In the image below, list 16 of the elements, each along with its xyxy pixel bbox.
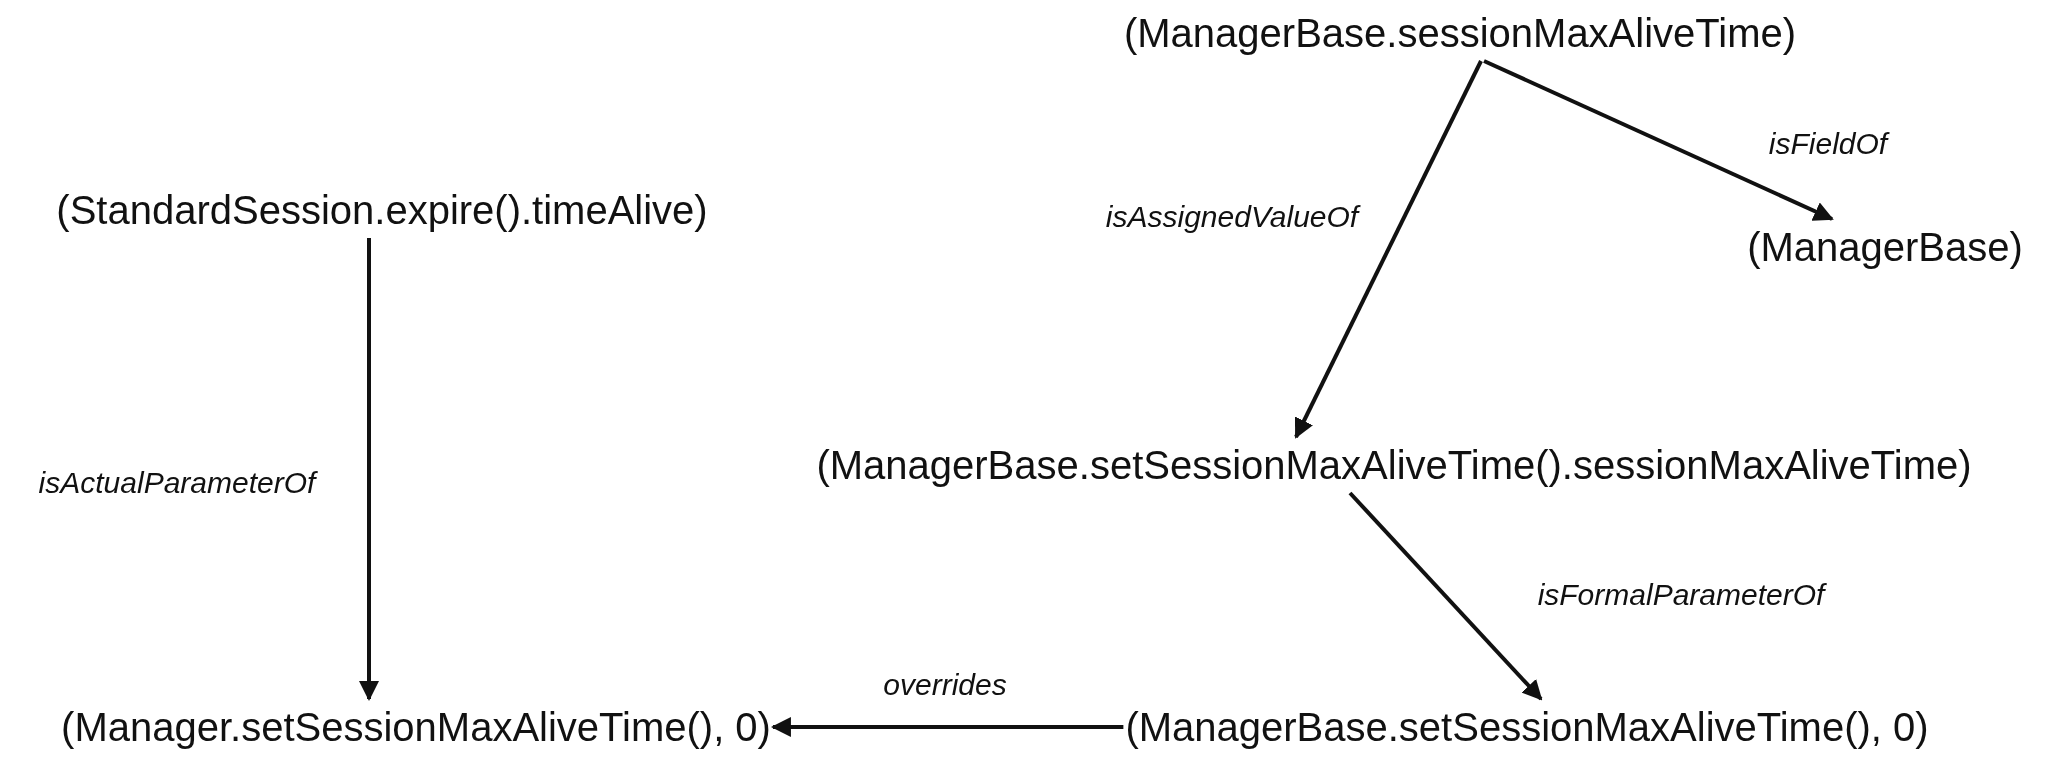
arrow — [1483, 59, 1834, 221]
node-label: (ManagerBase.sessionMaxAliveTime) — [1121, 5, 1799, 61]
node-label: (ManagerBase) — [1745, 219, 2025, 275]
edge-label: isFieldOf — [1768, 126, 1888, 162]
edge-label: isAssignedValueOf — [1105, 199, 1359, 235]
arrow — [770, 717, 1124, 737]
arrow — [1294, 60, 1483, 439]
arrow — [1348, 491, 1543, 701]
node-label: (StandardSession.expire().timeAlive) — [54, 182, 710, 238]
edge-label: isActualParameterOf — [38, 465, 316, 501]
node-label: (ManagerBase.setSessionMaxAliveTime(), 0) — [1123, 699, 1931, 755]
arrow — [359, 238, 379, 701]
edge-label: overrides — [883, 667, 1007, 703]
edge-label: isFormalParameterOf — [1537, 577, 1825, 613]
node-label: (Manager.setSessionMaxAliveTime(), 0) — [59, 699, 773, 755]
node-label: (ManagerBase.setSessionMaxAliveTime().sessionMaxAliveTime) — [814, 437, 1974, 493]
